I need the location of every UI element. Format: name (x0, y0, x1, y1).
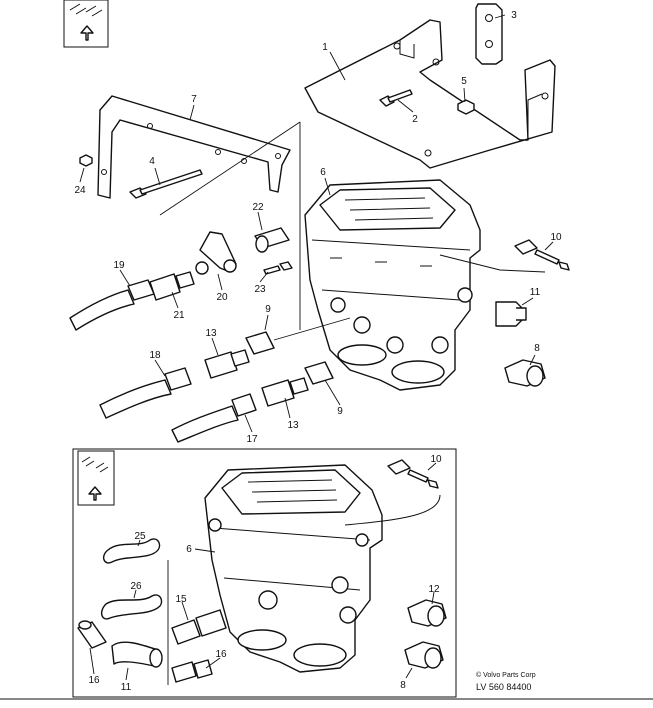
direction-arrow-icon-detail (77, 450, 115, 506)
callout-16a-detail: 16 (88, 675, 100, 686)
hose-25 (102, 538, 161, 564)
callout-2: 2 (412, 114, 418, 125)
leader-lines-bottom (89, 462, 437, 681)
callout-7: 7 (191, 94, 197, 105)
callout-10-detail: 10 (430, 454, 442, 465)
bolt (379, 89, 413, 107)
callout-19: 19 (113, 260, 125, 271)
screw (79, 154, 93, 167)
fitting (495, 301, 527, 327)
callout-18: 18 (149, 350, 161, 361)
callout-5: 5 (461, 76, 467, 87)
callout-6-detail: 6 (186, 544, 192, 555)
callout-24: 24 (74, 185, 86, 196)
mounting-bracket (304, 19, 556, 169)
callout-11: 11 (530, 287, 541, 298)
valve-assembly (304, 179, 481, 391)
callout-8: 8 (534, 343, 540, 354)
leader-lines-top (79, 14, 554, 433)
drawing-code: LV 560 84400 (476, 682, 531, 692)
callout-15-detail: 15 (175, 594, 187, 605)
hose-middle (99, 331, 275, 419)
detail-frame (72, 448, 457, 698)
fitting-12-detail (407, 599, 447, 627)
callout-10: 10 (550, 232, 562, 243)
callout-20: 20 (216, 292, 228, 303)
pressure-sensor (439, 239, 570, 273)
valve-assembly-detail (204, 464, 383, 673)
callout-26-detail: 26 (130, 581, 142, 592)
fitting-8-detail (404, 641, 444, 669)
direction-arrow-icon (63, 0, 109, 48)
pressure-sensor-detail (344, 459, 441, 526)
callout-4: 4 (149, 156, 155, 167)
callout-13a: 13 (205, 328, 217, 339)
hose-11-detail (111, 641, 163, 668)
plug-16-left (77, 620, 107, 649)
coupling-fitting (504, 359, 546, 387)
hose-lower (171, 361, 334, 443)
callout-16b-detail: 16 (215, 649, 227, 660)
callout-23: 23 (254, 284, 266, 295)
hose-upper (69, 271, 195, 331)
callout-11-detail: 11 (121, 682, 132, 693)
callout-13b: 13 (287, 420, 299, 431)
fitting-top (254, 227, 290, 253)
copyright-text: © Volvo Parts Corp (476, 671, 536, 679)
bracket-plate (475, 3, 503, 65)
callout-25-detail: 25 (134, 531, 146, 542)
callout-9a: 9 (265, 304, 271, 315)
nut (457, 99, 475, 115)
callout-8-detail: 8 (400, 680, 406, 691)
plug-16-right (171, 659, 213, 683)
hose-clip (195, 231, 237, 275)
long-bolt (129, 169, 203, 199)
fitting-15 (171, 609, 227, 645)
callout-1: 1 (322, 42, 328, 53)
callout-21: 21 (173, 310, 185, 321)
valve-bracket (97, 95, 291, 199)
callout-3: 3 (511, 10, 517, 21)
callout-17: 17 (246, 434, 258, 445)
callout-12-detail: 12 (428, 584, 440, 595)
callout-9b: 9 (337, 406, 343, 417)
callout-22: 22 (252, 202, 264, 213)
callout-6: 6 (320, 167, 326, 178)
hose-26 (100, 594, 163, 620)
